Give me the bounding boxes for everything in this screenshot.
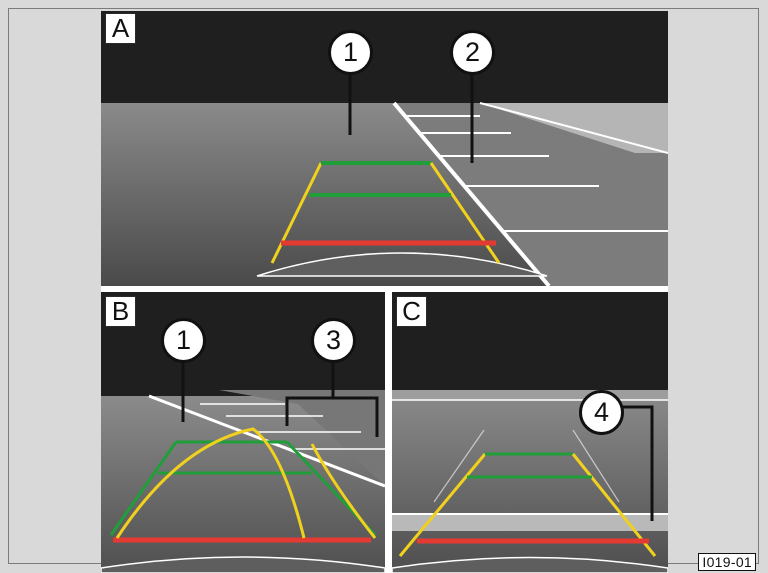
sky-region <box>392 292 668 390</box>
guide-right-line <box>429 162 501 264</box>
callout-c-4: 4 <box>579 390 624 435</box>
callout-b-1: 1 <box>161 318 206 363</box>
panel-label-c: C <box>396 296 427 327</box>
guide-left-line <box>270 162 323 264</box>
callout-a-2: 2 <box>450 30 495 75</box>
callout-4-leader <box>621 405 654 521</box>
parking-lane-surface <box>219 390 385 486</box>
lane-edge-right <box>572 429 620 503</box>
figure-id-label: I019-01 <box>698 553 756 571</box>
sky-region <box>101 11 668 103</box>
rear-bumper <box>101 556 385 573</box>
dynamic-path-right <box>310 443 377 539</box>
obstacle-bar <box>392 514 668 531</box>
callout-3-bracket <box>285 396 379 437</box>
callout-b-3: 3 <box>311 318 356 363</box>
panel-a-svg <box>101 11 668 286</box>
panel-label-b: B <box>105 296 136 327</box>
guide-left-line <box>109 441 178 536</box>
guide-left-line <box>398 453 487 557</box>
curb-line <box>479 102 668 154</box>
panel-b-camera-view: B 1 3 <box>101 292 385 573</box>
panel-label-a: A <box>105 13 136 44</box>
panel-a-camera-view: A 1 2 <box>101 11 668 286</box>
parking-lane-surface <box>394 103 668 286</box>
lane-edge-left <box>433 429 485 503</box>
callout-a-1: 1 <box>328 30 373 75</box>
ground-region <box>392 390 668 573</box>
rear-bumper <box>256 252 548 277</box>
panel-c-camera-view: C 4 <box>392 292 668 573</box>
dynamic-path-left <box>115 427 306 539</box>
panel-divider-horizontal <box>101 286 668 292</box>
panel-divider-vertical <box>385 292 392 573</box>
panel-c-svg <box>392 292 668 573</box>
rear-bumper <box>392 556 668 573</box>
background-wall-strip <box>392 390 668 400</box>
